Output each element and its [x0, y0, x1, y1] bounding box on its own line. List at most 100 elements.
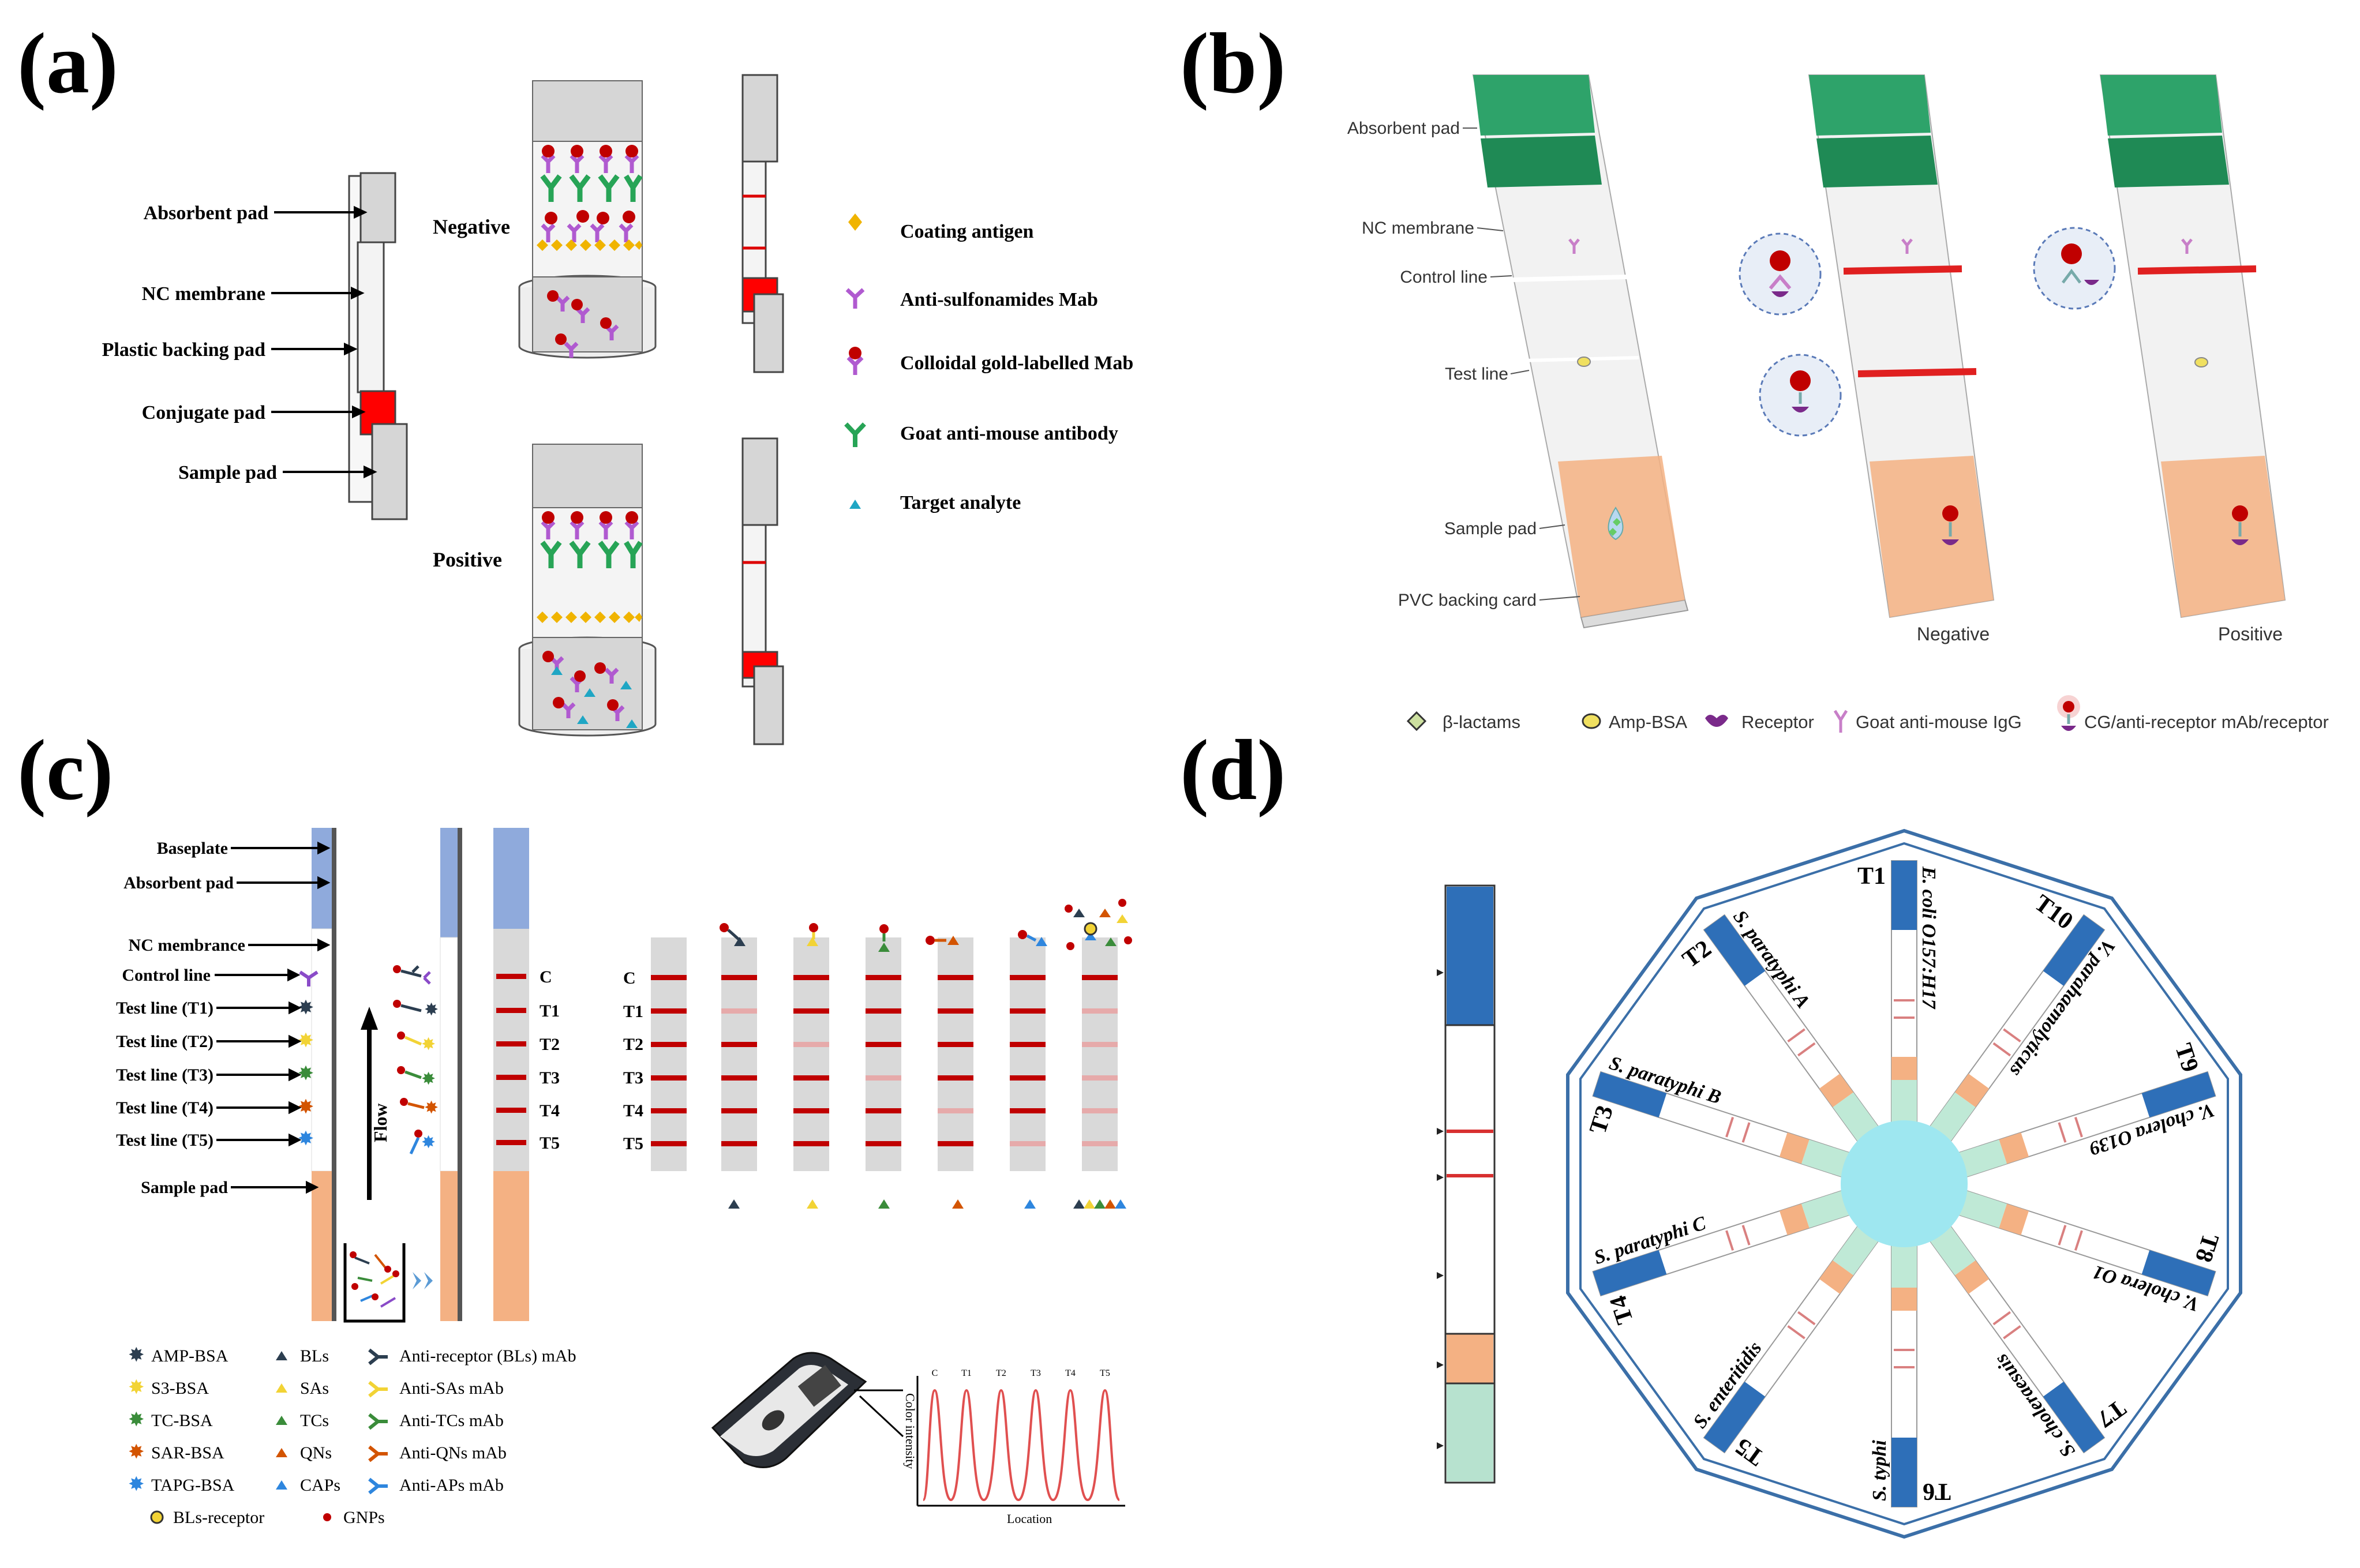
positive-side-strip-pad: [741, 437, 778, 526]
c-label-baseplate: Baseplate: [157, 839, 228, 858]
negative-test-antibodies: [537, 210, 642, 251]
b-label-absorbent-pad: Absorbent pad: [1347, 119, 1460, 138]
positive-sample-well: [518, 636, 657, 737]
panel-d-tag: (d): [1180, 722, 1286, 818]
c-reader-chart: Color intensity Location C T1 T2 T3 T4 T…: [903, 1368, 1125, 1526]
anti-tcs-mab-icon: [368, 1413, 388, 1430]
c-line-label-t2: T2: [540, 1035, 560, 1054]
panel-b-tag: (b): [1180, 16, 1286, 111]
receptor-icon: [1705, 715, 1728, 727]
c-line-label-t4: T4: [540, 1101, 560, 1120]
c-result-strips: C T1 T2 T3 T4 T5: [623, 899, 1132, 1209]
d-strip-id: T6: [1923, 1478, 1951, 1505]
legend-c-bls-receptor: BLs-receptor: [173, 1508, 264, 1527]
legend-c-anti-sas: Anti-SAs mAb: [399, 1379, 504, 1398]
c-result-label-t1: T1: [623, 1002, 643, 1021]
c-label-t5: Test line (T5): [116, 1131, 213, 1150]
peak-label-c: C: [932, 1368, 938, 1378]
d-strip-t6: T6S. typhi: [1869, 1241, 1951, 1507]
target-analyte-icon: [849, 500, 861, 509]
positive-control-antibodies: [540, 511, 643, 568]
legend-a-anti-sulfonamides: Anti-sulfonamides Mab: [900, 289, 1098, 310]
legend-c-qns: QNs: [300, 1443, 332, 1462]
caps-triangle-icon: [276, 1480, 287, 1490]
c-label-t1: Test line (T1): [116, 999, 213, 1018]
svg-text:✸: ✸: [424, 1000, 439, 1019]
legend-c: ✸ ✸ ✸ ✸ ✸ AMP-BSA S3-BSA TC-BSA SAR-BSA …: [128, 1345, 576, 1527]
legend-b: β-lactams Amp-BSA Receptor Goat anti-mou…: [1406, 695, 2329, 733]
c-label-t2: Test line (T2): [116, 1032, 213, 1051]
svg-text:✸: ✸: [424, 1098, 439, 1117]
strip-b-negative: [1808, 74, 1995, 618]
c-result-label-t3: T3: [623, 1068, 643, 1087]
panel-c-tag: (c): [17, 722, 113, 818]
svg-text:✸: ✸: [421, 1035, 436, 1054]
c-sample-beaker: [343, 1243, 433, 1323]
legend-c-tc-bsa: TC-BSA: [151, 1411, 213, 1430]
goat-anti-mouse-antibody-icon: [844, 422, 866, 447]
c-label-t4: Test line (T4): [116, 1098, 213, 1117]
peak-label-t2: T2: [996, 1368, 1006, 1378]
c-label-t3: Test line (T3): [116, 1066, 213, 1085]
b-label-test-line: Test line: [1445, 365, 1508, 384]
tc-bsa-star-icon: ✸: [128, 1409, 145, 1431]
d-center-disc: [1841, 1120, 1968, 1247]
tapg-bsa-star-icon: ✸: [128, 1474, 145, 1495]
d-strip-name: E. coli O157:H17: [1918, 866, 1939, 1010]
legend-c-amp-bsa: AMP-BSA: [151, 1346, 228, 1366]
negative-sample-well: [518, 275, 657, 359]
goat-anti-mouse-igg-icon: [1833, 710, 1848, 733]
legend-c-sas: SAs: [300, 1379, 329, 1398]
c-line-label-t1: T1: [540, 1001, 560, 1021]
legend-b-beta-lactams: β-lactams: [1443, 712, 1520, 732]
label-conjugate-pad: Conjugate pad: [142, 402, 266, 423]
panel-a-tag: (a): [17, 16, 118, 111]
label-plastic-backing: Plastic backing pad: [102, 339, 265, 361]
c-reader-ylabel: Color intensity: [903, 1393, 917, 1469]
c-result-label-t4: T4: [623, 1101, 643, 1120]
peak-label-t1: T1: [961, 1368, 972, 1378]
negative-control-antibodies: [540, 145, 643, 202]
cg-complex-icon: [2057, 695, 2080, 731]
b-label-nc-membrane: NC membrane: [1362, 219, 1474, 238]
legend-c-anti-aps: Anti-APs mAb: [399, 1476, 504, 1495]
legend-b-receptor: Receptor: [1741, 712, 1814, 732]
label-nc-membrane: NC membrane: [142, 283, 265, 305]
b-label-positive: Positive: [2218, 624, 2283, 644]
peak-label-t5: T5: [1100, 1368, 1110, 1378]
legend-a-goat-anti-mouse: Goat anti-mouse antibody: [900, 423, 1118, 444]
legend-c-anti-tcs: Anti-TCs mAb: [399, 1411, 504, 1430]
c-result-label-c: C: [623, 969, 636, 988]
anti-qns-mab-icon: [368, 1445, 388, 1462]
legend-c-bls: BLs: [300, 1346, 329, 1366]
tcs-triangle-icon: [276, 1416, 287, 1425]
peak-label-t4: T4: [1065, 1368, 1076, 1378]
sas-triangle-icon: [276, 1383, 287, 1393]
legend-a: Coating antigen Anti-sulfonamides Mab Co…: [844, 213, 1133, 513]
amp-bsa-star-icon: ✸: [128, 1345, 145, 1366]
bls-receptor-icon: [150, 1510, 164, 1524]
negative-cartoon-top: [532, 80, 643, 142]
c-strip-absorbent: [493, 828, 529, 929]
positive-b-control-line: [2137, 265, 2257, 275]
anti-receptor-mab-icon: [368, 1348, 388, 1366]
c-line-label-c: C: [540, 967, 552, 986]
nc-membrane-block: [357, 241, 385, 393]
negative-side-strip-pad: [741, 74, 778, 163]
label-absorbent-pad: Absorbent pad: [144, 202, 268, 224]
negative-side-sample: [753, 293, 784, 373]
b-label-control-line: Control line: [1400, 268, 1488, 287]
beta-lactams-icon: [1406, 711, 1427, 732]
b-label-sample-pad: Sample pad: [1444, 519, 1537, 538]
legend-a-colloidal-gold: Colloidal gold-labelled Mab: [900, 352, 1133, 374]
svg-text:✸: ✸: [298, 1128, 314, 1150]
absorbent-pad-block: [359, 172, 396, 243]
c-absorbent-pad: [312, 828, 332, 929]
c-sample-pad: [312, 1171, 332, 1321]
legend-c-tapg-bsa: TAPG-BSA: [151, 1476, 235, 1495]
peak-label-t3: T3: [1031, 1368, 1041, 1378]
label-positive-a: Positive: [433, 548, 502, 571]
bls-triangle-icon: [276, 1351, 287, 1360]
legend-c-caps: CAPs: [300, 1476, 340, 1495]
